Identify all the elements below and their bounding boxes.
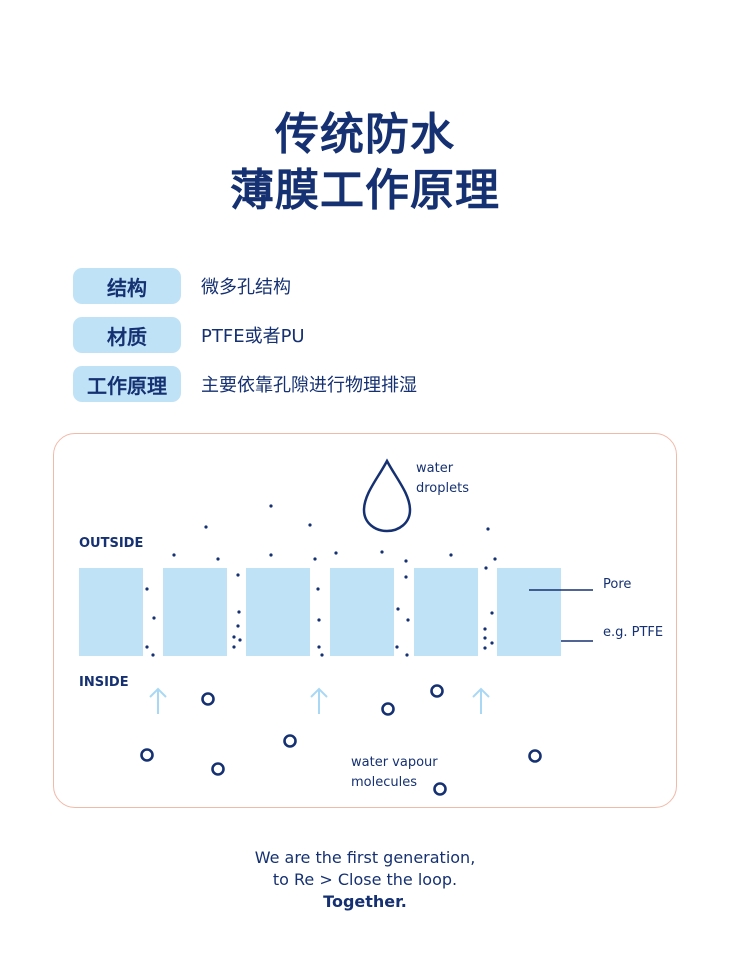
water-particle — [396, 607, 400, 611]
water-particle — [236, 624, 240, 628]
water-particle — [152, 616, 156, 620]
water-particle — [334, 551, 338, 555]
water-particle — [316, 587, 320, 591]
diagram-frame — [53, 433, 677, 808]
water-particle — [395, 645, 399, 649]
vapour-molecule — [381, 702, 395, 716]
vapour-molecule — [283, 734, 297, 748]
material-label: e.g. PTFE — [603, 625, 663, 640]
vapour-molecule — [140, 748, 154, 762]
water-particle — [490, 641, 494, 645]
water-particle — [405, 653, 409, 657]
water-particle — [483, 636, 487, 640]
outside-label: OUTSIDE — [79, 536, 143, 551]
arrow-up-icon — [310, 687, 328, 714]
footer-line-2: to Re > Close the loop. — [272, 870, 458, 889]
vapour-molecule — [528, 749, 542, 763]
page-title-line-2: 薄膜工作原理 — [230, 165, 500, 216]
property-label: 结构 — [73, 268, 181, 304]
water-particles — [145, 504, 497, 657]
water-particle — [483, 627, 487, 631]
arrow-up-icon — [149, 687, 167, 714]
water-particle — [269, 553, 273, 557]
water-particle — [151, 653, 155, 657]
property-label: 材质 — [73, 317, 181, 353]
vapour-label: molecules — [351, 775, 417, 790]
water-particle — [236, 573, 240, 577]
footer-tagline: Together. — [323, 892, 407, 911]
vapour-molecule — [201, 692, 215, 706]
water-particle — [493, 557, 497, 561]
water-particle — [490, 611, 494, 615]
membrane-block — [497, 568, 561, 656]
water-particle — [145, 645, 149, 649]
water-particle — [486, 527, 490, 531]
membrane-blocks — [79, 568, 561, 656]
water-particle — [404, 575, 408, 579]
vapour-molecule — [211, 762, 225, 776]
water-particle — [317, 645, 321, 649]
droplet-label: water — [416, 461, 454, 476]
membrane-block — [246, 568, 310, 656]
water-particle — [232, 635, 236, 639]
property-label: 工作原理 — [73, 366, 181, 402]
property-row-structure: 结构 微多孔结构 — [73, 268, 291, 304]
vapour-arrows — [149, 687, 490, 714]
water-particle — [449, 553, 453, 557]
property-row-material: 材质 PTFE或者PU — [73, 317, 305, 353]
water-droplet-icon — [362, 458, 412, 533]
membrane-block — [330, 568, 394, 656]
water-particle — [232, 645, 236, 649]
pore-label: Pore — [603, 577, 631, 592]
water-particle — [238, 638, 242, 642]
footer-line-1: We are the first generation, — [254, 848, 476, 867]
vapour-label: water vapour — [351, 755, 438, 770]
water-particle — [313, 557, 317, 561]
water-particle — [237, 610, 241, 614]
water-particle — [406, 618, 410, 622]
property-value: 微多孔结构 — [201, 277, 291, 298]
vapour-molecules — [140, 684, 542, 796]
vapour-molecule — [430, 684, 444, 698]
page-title-line-1: 传统防水 — [275, 109, 455, 160]
property-row-principle: 工作原理 主要依靠孔隙进行物理排湿 — [73, 366, 417, 402]
membrane-block — [163, 568, 227, 656]
droplet-label: droplets — [416, 481, 469, 496]
water-particle — [216, 557, 220, 561]
water-particle — [484, 566, 488, 570]
water-particle — [317, 618, 321, 622]
property-value: PTFE或者PU — [201, 326, 305, 347]
membrane-block — [414, 568, 478, 656]
water-particle — [172, 553, 176, 557]
water-particle — [483, 646, 487, 650]
vapour-molecule — [433, 782, 447, 796]
water-particle — [269, 504, 273, 508]
water-particle — [380, 550, 384, 554]
water-particle — [145, 587, 149, 591]
membrane-block — [79, 568, 143, 656]
arrow-up-icon — [472, 687, 490, 714]
property-value: 主要依靠孔隙进行物理排湿 — [201, 375, 417, 396]
water-particle — [308, 523, 312, 527]
inside-label: INSIDE — [79, 675, 129, 690]
water-particle — [320, 653, 324, 657]
water-particle — [404, 559, 408, 563]
water-particle — [204, 525, 208, 529]
